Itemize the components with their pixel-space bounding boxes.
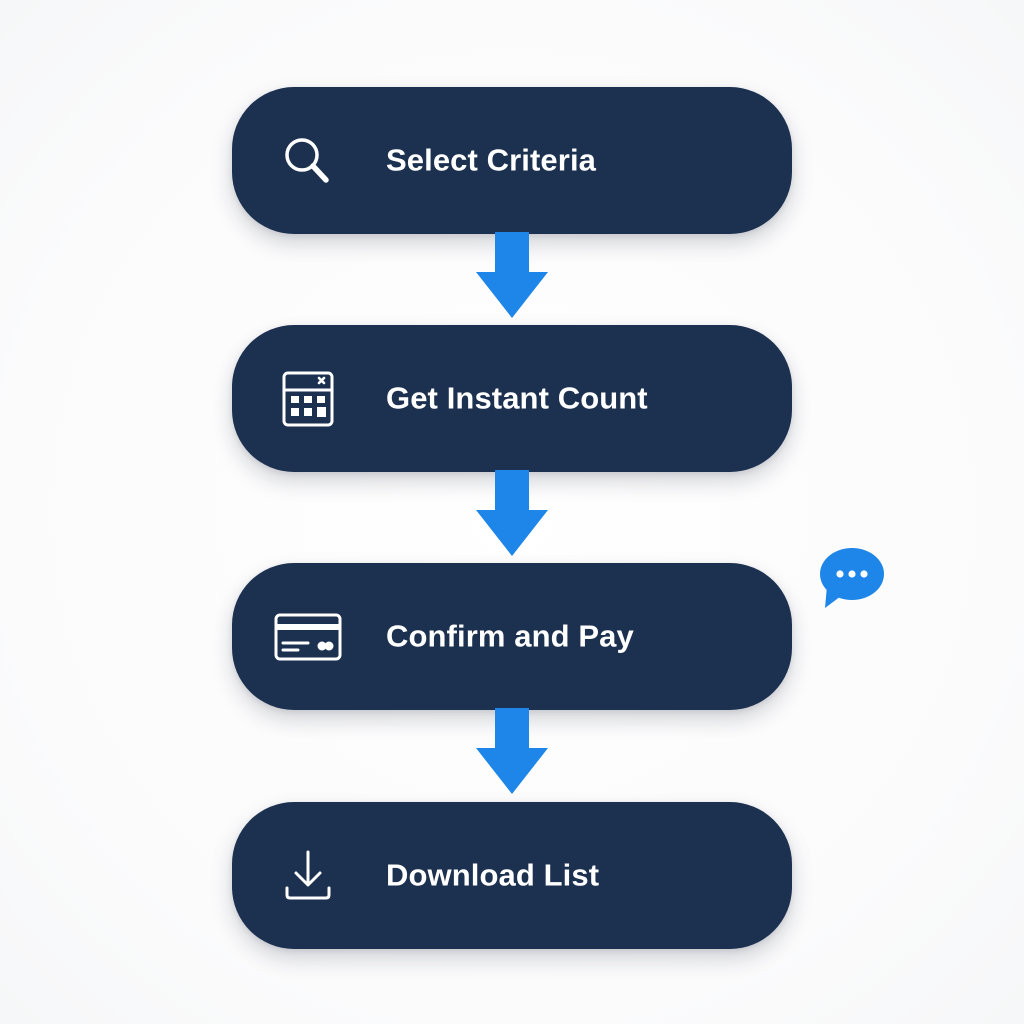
step-select-criteria[interactable]: Select Criteria (232, 87, 792, 234)
step-label: Select Criteria (386, 141, 596, 177)
search-icon (272, 125, 344, 197)
step-label: Confirm and Pay (386, 617, 634, 653)
step-label: Get Instant Count (386, 379, 648, 415)
step-confirm-and-pay[interactable]: Confirm and Pay (232, 563, 792, 710)
chat-bubble-icon[interactable] (817, 546, 885, 610)
step-get-instant-count[interactable]: Get Instant Count (232, 325, 792, 472)
step-download-list[interactable]: Download List (232, 802, 792, 949)
calculator-icon (272, 363, 344, 435)
step-label: Download List (386, 856, 600, 892)
arrow-down-icon (476, 232, 548, 318)
arrow-down-icon (476, 470, 548, 556)
credit-card-icon (272, 601, 344, 673)
download-icon (272, 840, 344, 912)
arrow-down-icon (476, 708, 548, 794)
